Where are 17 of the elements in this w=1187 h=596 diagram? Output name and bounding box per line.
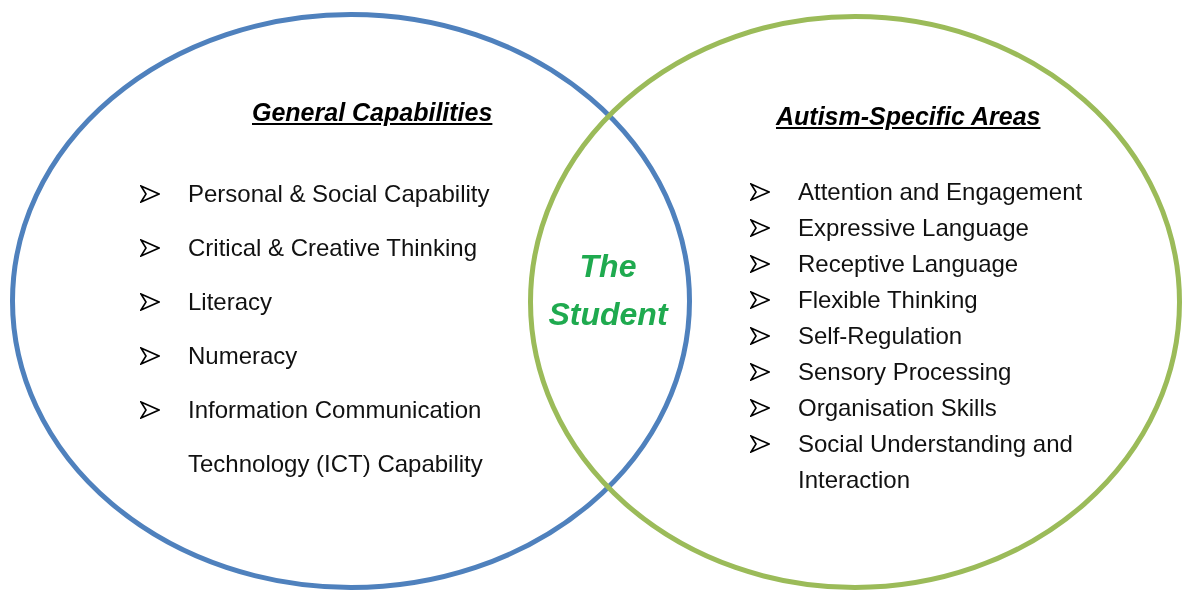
list-item: Critical & Creative Thinking (188, 233, 478, 263)
list-item: Social Understanding and Interaction (798, 429, 1074, 495)
heading: Autism-Specific Areas (776, 102, 1041, 131)
list-item: Self-Regulation (798, 321, 964, 351)
center-label: The Student (547, 247, 670, 334)
list-item: Personal & Social Capability (188, 179, 491, 209)
venn-circle (528, 14, 1182, 590)
list-item: Expressive Language (798, 213, 1030, 243)
list-item: Attention and Engagement (798, 177, 1084, 207)
heading: General Capabilities (252, 98, 493, 127)
list-item: Numeracy (188, 341, 299, 371)
list-item: Receptive Language (798, 249, 1020, 279)
venn-circle (10, 12, 692, 590)
list-item: Sensory Processing (798, 357, 1013, 387)
list-item: Flexible Thinking (798, 285, 979, 315)
list-item: Information Communication Technology (ICT) Capability (188, 395, 484, 479)
list-item: Organisation Skills (798, 393, 998, 423)
